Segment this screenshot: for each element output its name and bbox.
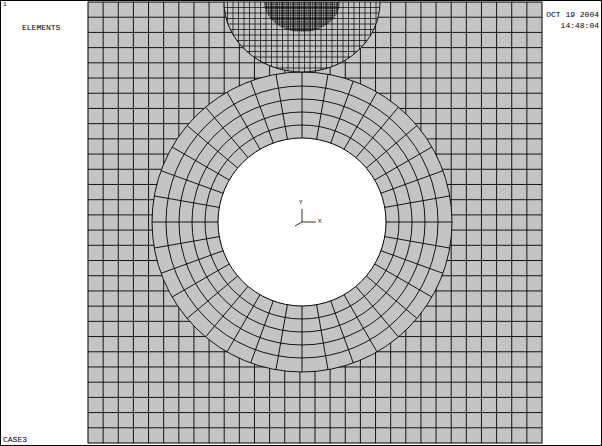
refined-mesh — [200, 2, 404, 80]
axis-label: X — [318, 219, 322, 225]
time-stamp: 14:48:04 — [561, 22, 599, 30]
axis-triad — [295, 209, 316, 226]
hole-ring-mesh — [152, 72, 452, 372]
axis-label: Y — [299, 200, 303, 206]
date-stamp: OCT 19 2004 — [546, 11, 599, 19]
case-name: CASE3 — [3, 436, 27, 444]
plate — [88, 2, 542, 443]
plot-title: ELEMENTS — [22, 24, 60, 32]
hole — [218, 138, 386, 306]
plot-number: 1 — [3, 2, 7, 8]
coarse-grid — [88, 2, 542, 443]
